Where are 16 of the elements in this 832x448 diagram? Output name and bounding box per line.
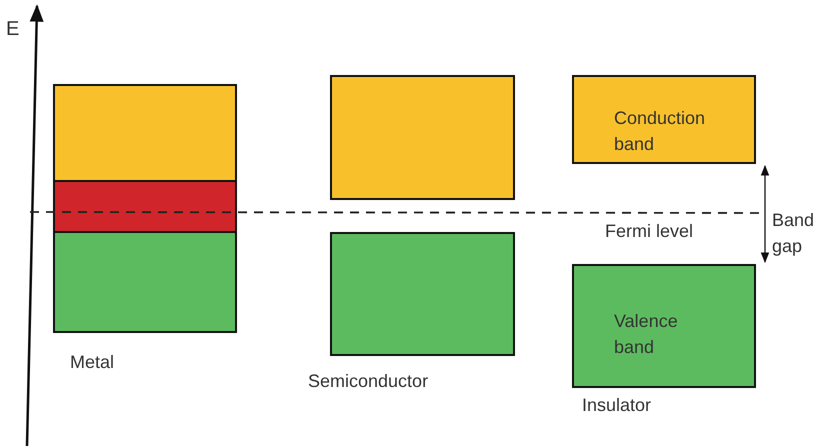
conduction-band-block (53, 84, 237, 182)
material-label: Semiconductor (308, 370, 428, 392)
axis-label: E (6, 18, 20, 40)
band-gap-label: Band gap (772, 209, 816, 258)
conduction-band-block (572, 75, 756, 164)
band-gap-arrow (760, 164, 770, 264)
conduction-band-block (330, 75, 515, 200)
overlap-band-block (53, 180, 237, 233)
valence-band-block (572, 264, 756, 388)
fermi-level-label: Fermi level (605, 220, 694, 242)
valence-band-block (53, 231, 237, 333)
material-label: Metal (70, 351, 114, 373)
band-label: Conduction band (614, 107, 706, 156)
band-label: Valence band (614, 310, 679, 359)
valence-band-block (330, 232, 515, 356)
material-label: Insulator (582, 394, 652, 416)
